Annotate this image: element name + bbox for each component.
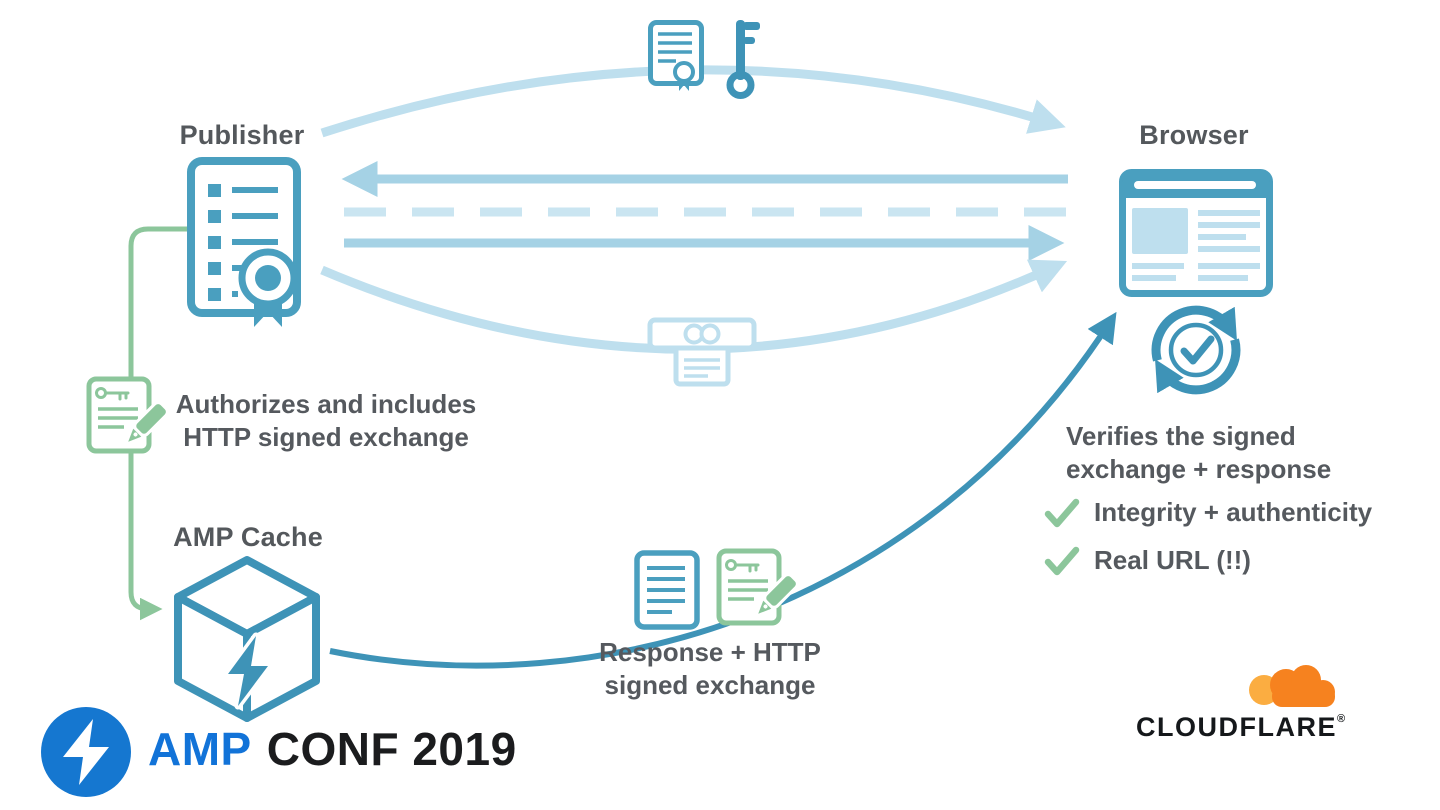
response-annotation: Response + HTTP signed exchange	[580, 636, 840, 702]
publisher-label: Publisher	[179, 120, 305, 150]
response-line-1: Response + HTTP	[599, 637, 821, 667]
verify-line-2: exchange + response	[1066, 454, 1332, 484]
signed-exchange-icon	[86, 376, 172, 460]
check-icon	[1044, 498, 1080, 527]
authorize-line-1: Authorizes and includes	[175, 389, 477, 419]
response-signed-exchange-icon	[716, 546, 802, 634]
check-row-real-url: Real URL (!!)	[1044, 544, 1251, 577]
conference-title-conf: CONF 2019	[266, 723, 517, 775]
authorize-annotation: Authorizes and includes HTTP signed exch…	[172, 388, 480, 454]
cloudflare-wordmark: CLOUDFLARE®	[1136, 712, 1347, 743]
cloudflare-wordmark-text: CLOUDFLARE	[1136, 712, 1337, 742]
publisher-document-icon	[186, 156, 302, 332]
check-label-real-url: Real URL (!!)	[1094, 545, 1251, 575]
check-icon	[1044, 546, 1080, 575]
key-icon	[714, 14, 766, 100]
amp-logo	[40, 706, 132, 798]
browser-label: Browser	[1139, 120, 1249, 150]
check-label-integrity: Integrity + authenticity	[1094, 497, 1373, 527]
exchange-press-icon	[646, 308, 758, 388]
verify-annotation: Verifies the signed exchange + response	[1066, 420, 1366, 486]
registered-mark: ®	[1336, 713, 1347, 725]
authorize-line-2: HTTP signed exchange	[183, 422, 469, 452]
amp-cache-cube-icon	[170, 550, 324, 724]
conference-title: AMP CONF 2019	[148, 722, 517, 776]
certificate-icon	[648, 20, 704, 94]
response-document-icon	[634, 550, 700, 630]
browser-window-icon	[1118, 168, 1274, 298]
cloudflare-logo	[1242, 658, 1342, 716]
amp-cache-label: AMP Cache	[173, 522, 323, 552]
verify-sync-icon	[1140, 298, 1252, 402]
verify-line-1: Verifies the signed	[1066, 421, 1296, 451]
check-row-integrity: Integrity + authenticity	[1044, 496, 1372, 529]
conference-title-amp: AMP	[148, 723, 252, 775]
response-line-2: signed exchange	[604, 670, 816, 700]
